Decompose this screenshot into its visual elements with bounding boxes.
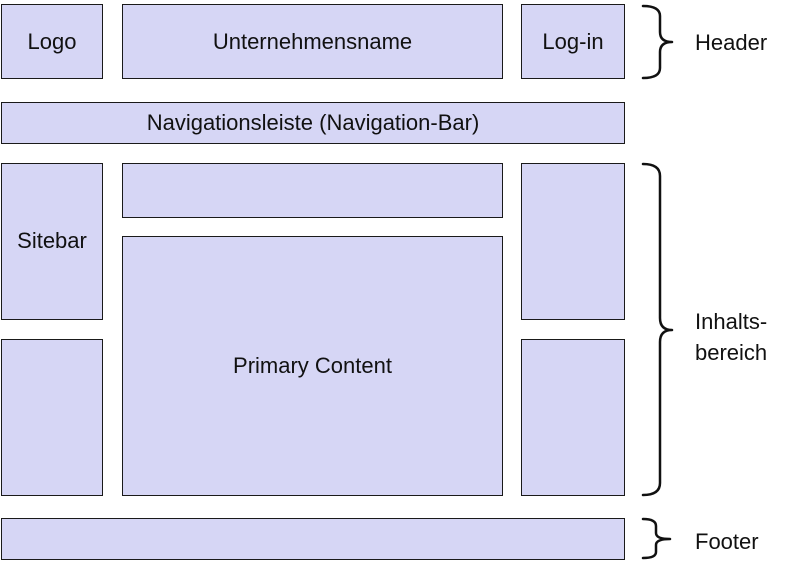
content-brace — [641, 162, 674, 497]
logo-box: Logo — [1, 4, 103, 79]
primary-content-box: Primary Content — [122, 236, 503, 496]
right-upper-box — [521, 163, 625, 320]
content-side-label-line1: Inhalts- — [695, 309, 768, 334]
content-side-label-line2: bereich — [695, 340, 768, 365]
footer-side-label: Footer — [695, 529, 759, 554]
company-name-box: Unternehmensname — [122, 4, 503, 79]
primary-content-label: Primary Content — [233, 353, 392, 378]
header-side-label: Header — [695, 30, 768, 55]
content-top-box — [122, 163, 503, 218]
right-lower-box — [521, 339, 625, 496]
left-lower-box — [1, 339, 103, 496]
navigation-bar-box: Navigationsleiste (Navigation-Bar) — [1, 102, 625, 144]
footer-brace — [641, 517, 672, 560]
navigation-bar-label: Navigationsleiste (Navigation-Bar) — [146, 110, 480, 135]
company-name-label: Unternehmensname — [212, 28, 413, 54]
sidebar-label: Sitebar — [17, 228, 87, 253]
login-box: Log-in — [521, 4, 625, 79]
header-brace — [641, 4, 674, 80]
sidebar-box: Sitebar — [1, 163, 103, 320]
login-label: Log-in — [542, 28, 604, 54]
footer-box — [1, 518, 625, 560]
logo-label: Logo — [27, 28, 77, 54]
